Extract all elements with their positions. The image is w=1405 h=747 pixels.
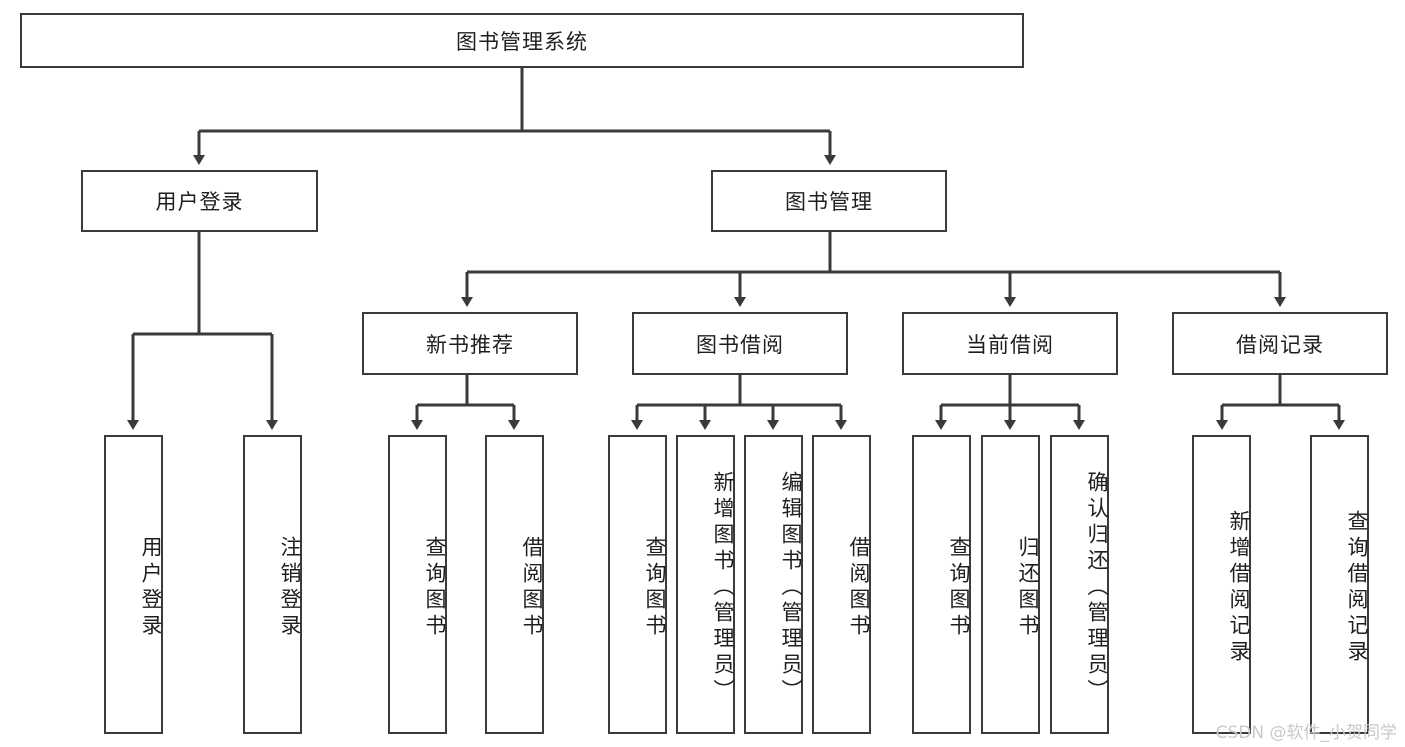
node-label: 新增借阅记录 [1227,509,1251,666]
node-borrow-record[interactable]: 借阅记录 [1172,312,1388,375]
node-label: 图书管理 [785,190,873,214]
node-new-book-recommend[interactable]: 新书推荐 [362,312,578,375]
leaf-new-book-query[interactable]: 查询图书 [388,435,447,734]
node-label: 查询图书 [643,535,667,640]
leaf-borrow-record-add[interactable]: 新增借阅记录 [1192,435,1251,734]
node-label: 新增图书（管理员） [711,470,735,705]
node-label: 用户登录 [155,190,244,214]
leaf-user-login-logout[interactable]: 注销登录 [243,435,302,734]
node-label: 当前借阅 [966,332,1054,357]
leaf-new-book-borrow[interactable]: 借阅图书 [485,435,544,734]
node-label: 借阅记录 [1236,332,1324,357]
node-label: 确认归还（管理员） [1085,470,1109,705]
node-label: 归还图书 [1016,535,1040,640]
node-label: 查询图书 [423,535,447,640]
node-current-borrow[interactable]: 当前借阅 [902,312,1118,375]
node-label: 新书推荐 [426,332,514,357]
leaf-book-borrow-borrow[interactable]: 借阅图书 [812,435,871,734]
node-book-management[interactable]: 图书管理 [711,170,947,232]
leaf-current-borrow-return[interactable]: 归还图书 [981,435,1040,734]
leaf-borrow-record-query[interactable]: 查询借阅记录 [1310,435,1369,734]
node-label: 用户登录 [139,535,163,640]
node-label: 查询借阅记录 [1345,509,1369,666]
node-label: 图书管理系统 [456,29,588,54]
node-book-borrow[interactable]: 图书借阅 [632,312,848,375]
node-label: 借阅图书 [520,535,544,640]
node-label: 借阅图书 [847,535,871,640]
leaf-current-borrow-query[interactable]: 查询图书 [912,435,971,734]
node-user-login[interactable]: 用户登录 [81,170,318,232]
leaf-user-login-login[interactable]: 用户登录 [104,435,163,734]
leaf-current-borrow-confirm-return[interactable]: 确认归还（管理员） [1050,435,1109,734]
node-label: 查询图书 [947,535,971,640]
leaf-book-borrow-query[interactable]: 查询图书 [608,435,667,734]
node-label: 注销登录 [278,535,302,640]
leaf-book-borrow-add[interactable]: 新增图书（管理员） [676,435,735,734]
node-label: 图书借阅 [696,332,784,357]
csdn-watermark: CSDN @软件_小贺同学 [1215,723,1397,743]
leaf-book-borrow-edit[interactable]: 编辑图书（管理员） [744,435,803,734]
node-label: 编辑图书（管理员） [779,470,803,705]
node-root-book-management-system[interactable]: 图书管理系统 [20,13,1024,68]
